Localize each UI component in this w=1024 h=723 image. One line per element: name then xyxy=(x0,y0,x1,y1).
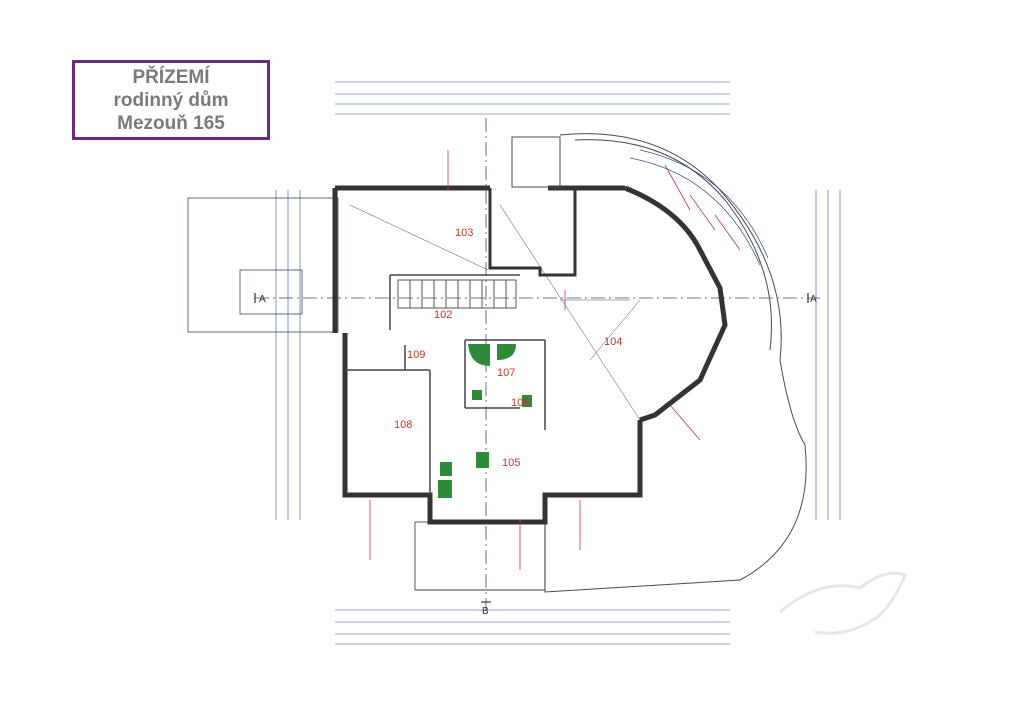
section-a-left-label: A xyxy=(259,294,266,305)
outer-walls xyxy=(332,185,728,525)
title-floor: PŘÍZEMÍ xyxy=(132,66,210,88)
room-label-109: 109 xyxy=(407,349,425,361)
section-a-right-label: A xyxy=(810,294,817,305)
terrace-dimension-arc xyxy=(629,149,769,266)
dimension-lines xyxy=(275,81,841,645)
section-b-label: B xyxy=(482,606,489,617)
lower-extension xyxy=(414,521,546,591)
room-label-107: 107 xyxy=(497,367,515,379)
room-label-108: 108 xyxy=(394,419,412,431)
room-label-102: 102 xyxy=(434,309,452,321)
title-address: Mezouň 165 xyxy=(117,112,225,134)
room-label-105: 105 xyxy=(502,457,520,469)
title-box: PŘÍZEMÍ rodinný dům Mezouň 165 xyxy=(72,60,270,140)
bathroom-fixtures xyxy=(438,344,532,498)
title-building-type: rodinný dům xyxy=(113,89,229,111)
staircase xyxy=(397,279,517,309)
section-markers xyxy=(254,293,809,603)
room-label-106: 106 xyxy=(511,397,529,409)
room-label-104: 104 xyxy=(604,336,622,348)
annotation-callouts xyxy=(369,150,741,570)
inner-walls xyxy=(345,274,546,495)
terrace-outline xyxy=(511,133,807,593)
watermark-sketch xyxy=(779,571,907,635)
construction-lines xyxy=(187,118,820,610)
room-label-103: 103 xyxy=(455,227,473,239)
